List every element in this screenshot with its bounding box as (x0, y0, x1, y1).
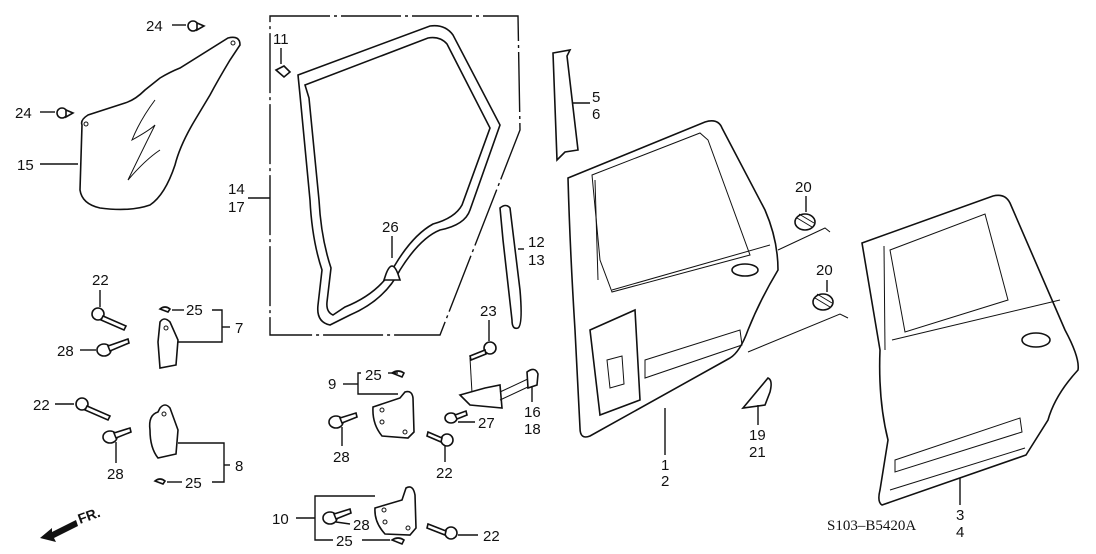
hole-seal-15[interactable] (79, 36, 241, 211)
door-panel-inner-1-2[interactable] (567, 120, 779, 438)
callout-5: 5 (592, 89, 600, 106)
callout-28-d: 28 (353, 517, 370, 534)
bolt-22-b[interactable] (75, 397, 112, 422)
body-hinge-9[interactable] (372, 390, 415, 439)
clip-25-d[interactable] (390, 537, 406, 546)
door-checker-16-18[interactable] (458, 368, 539, 409)
callout-28-b: 28 (107, 466, 124, 483)
weatherstrip-group-box (269, 15, 521, 336)
callout-15: 15 (17, 157, 34, 174)
bolt-22-c[interactable] (426, 430, 454, 447)
upper-door-hinge-7[interactable] (157, 318, 179, 369)
clip-26[interactable] (382, 265, 402, 281)
callout-16: 16 (524, 404, 541, 421)
callout-6: 6 (592, 106, 600, 123)
diagram-code: S103–B5420A (827, 518, 916, 534)
callout-25-c: 25 (365, 367, 382, 384)
bolt-23[interactable] (469, 341, 497, 362)
callout-2: 2 (661, 473, 669, 490)
callout-8: 8 (235, 458, 243, 475)
callout-11: 11 (273, 31, 289, 48)
body-hinge-10[interactable] (374, 486, 417, 536)
clip-25-b[interactable] (153, 478, 167, 485)
front-direction-label: FR. (76, 504, 103, 527)
callout-21: 21 (749, 444, 766, 461)
callout-9: 9 (328, 376, 336, 393)
callout-25-d: 25 (336, 533, 353, 550)
callout-28-a: 28 (57, 343, 74, 360)
callout-3: 3 (956, 507, 964, 524)
clip-25-a[interactable] (158, 306, 172, 313)
lower-door-hinge-8[interactable] (148, 404, 179, 459)
callout-25-a: 25 (186, 302, 203, 319)
bolt-27[interactable] (444, 409, 468, 424)
callout-1: 1 (661, 457, 669, 474)
callout-22-d: 22 (483, 528, 500, 545)
callout-28-c: 28 (333, 449, 350, 466)
clip-24-top[interactable] (187, 20, 206, 32)
callout-27: 27 (478, 415, 495, 432)
bolt-28-c[interactable] (328, 411, 358, 429)
callout-20-upper: 20 (795, 179, 812, 196)
callout-22-a: 22 (92, 272, 109, 289)
clip-24-left[interactable] (56, 107, 75, 119)
corner-seal-19-21[interactable] (741, 377, 772, 410)
callout-22-b: 22 (33, 397, 50, 414)
door-skin-outer-3-4[interactable] (861, 194, 1080, 506)
plug-20-upper[interactable] (794, 213, 816, 231)
clip-25-c[interactable] (390, 370, 406, 379)
callout-13: 13 (528, 252, 545, 269)
bolt-28-d[interactable] (322, 507, 352, 525)
callout-4: 4 (956, 524, 964, 541)
door-weatherstrip-14-17[interactable] (297, 24, 501, 326)
callout-17: 17 (228, 199, 245, 216)
bolt-28-a[interactable] (96, 337, 130, 357)
sash-garnish-5-6[interactable] (552, 48, 579, 162)
bolt-22-d[interactable] (426, 522, 458, 540)
plug-20-lower[interactable] (812, 293, 834, 311)
callout-7: 7 (235, 320, 243, 337)
callout-18: 18 (524, 421, 541, 438)
callout-14: 14 (228, 181, 245, 198)
callout-24-top: 24 (146, 18, 163, 35)
callout-12: 12 (528, 234, 545, 251)
callout-19: 19 (749, 427, 766, 444)
front-direction-arrow-icon (40, 520, 78, 542)
bolt-22-a[interactable] (91, 307, 128, 332)
callout-24-left: 24 (15, 105, 32, 122)
callout-25-b: 25 (185, 475, 202, 492)
callout-20-lower: 20 (816, 262, 833, 279)
pillar-seal-12-13[interactable] (499, 204, 522, 330)
callout-26: 26 (382, 219, 399, 236)
callout-23: 23 (480, 303, 497, 320)
callout-22-c: 22 (436, 465, 453, 482)
clip-11[interactable] (274, 65, 292, 79)
callout-10: 10 (272, 511, 289, 528)
bolt-28-b[interactable] (102, 426, 132, 444)
